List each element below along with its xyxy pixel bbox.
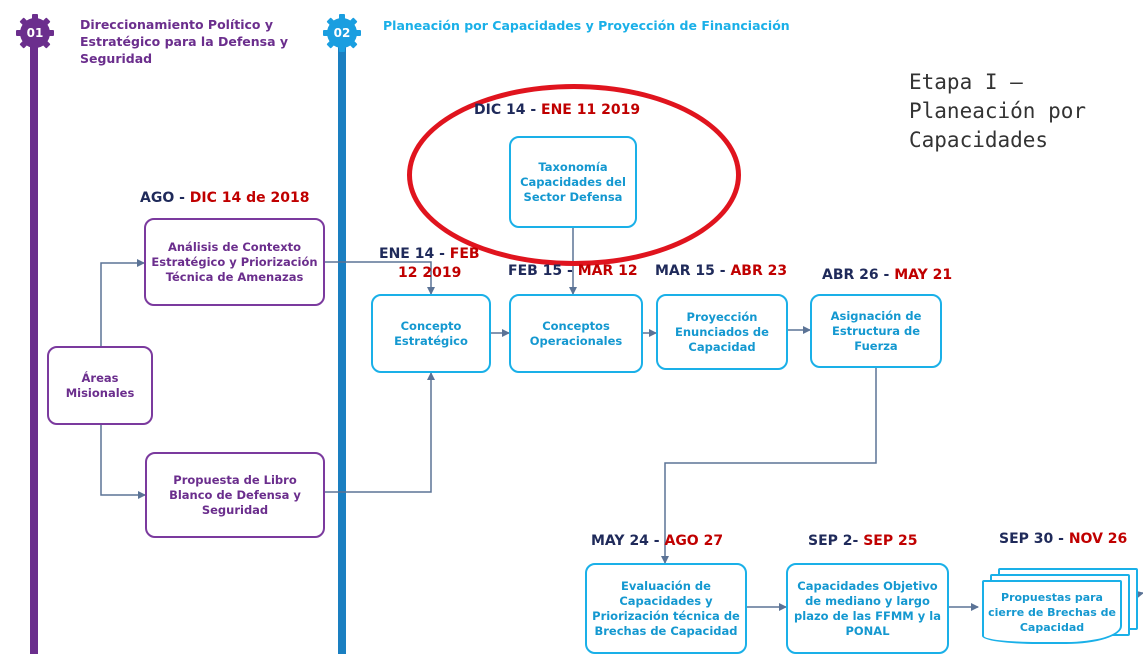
etapa-line3: Capacidades	[909, 128, 1049, 152]
box-evaluacion[interactable]: Evaluación de Capacidades y Priorización…	[585, 563, 747, 654]
box-asignacion[interactable]: Asignación de Estructura de Fuerza	[810, 294, 942, 368]
date-evaluacion: MAY 24 - AGO 27	[591, 532, 723, 550]
date-asignacion-start: ABR 26 -	[822, 267, 895, 283]
date-taxonomia-start: DIC 14 -	[474, 102, 542, 118]
date-proyeccion: MAR 15 - ABR 23	[655, 262, 787, 280]
date-propuestas: SEP 30 - NOV 26	[999, 530, 1127, 548]
date-concepto-start: ENE 14 -	[379, 246, 450, 262]
date-analisis-start: AGO -	[140, 190, 190, 206]
stage2-timeline-bar	[338, 38, 346, 654]
date-propuestas-start: SEP 30 -	[999, 531, 1069, 547]
arrow-asignacion-evaluacion	[661, 368, 877, 564]
arrow-areas-libro	[100, 425, 146, 499]
box-areas-misionales[interactable]: Áreas Misionales	[47, 346, 153, 425]
stage1-gear-icon: 01	[14, 12, 56, 54]
stage1-timeline-bar	[30, 38, 38, 654]
date-evaluacion-end: AGO 27	[664, 533, 724, 549]
box-libro-blanco[interactable]: Propuesta de Libro Blanco de Defensa y S…	[145, 452, 325, 538]
date-operacionales: FEB 15 - MAR 12	[508, 262, 638, 280]
arrow-areas-analisis	[100, 259, 145, 346]
box-taxonomia[interactable]: Taxonomía Capacidades del Sector Defensa	[509, 136, 637, 228]
date-propuestas-end: NOV 26	[1068, 531, 1128, 547]
date-proyeccion-end: ABR 23	[730, 263, 788, 279]
etapa-label: Etapa I – Planeación por Capacidades	[909, 68, 1086, 155]
box-analisis-contexto[interactable]: Análisis de Contexto Estratégico y Prior…	[144, 218, 325, 306]
date-evaluacion-start: MAY 24 -	[591, 533, 665, 549]
stage1-title: Direccionamiento Político y Estratégico …	[80, 17, 289, 66]
date-concepto-year: 12 2019	[398, 265, 462, 281]
date-taxonomia-end: ENE 11 2019	[541, 102, 641, 118]
date-analisis-end: DIC 14 de 2018	[189, 190, 310, 206]
date-asignacion: ABR 26 - MAY 21	[822, 266, 952, 284]
arrow-libro-concepto	[325, 372, 435, 493]
date-operacionales-start: FEB 15 -	[508, 263, 578, 279]
etapa-line1: Etapa I –	[909, 70, 1023, 94]
date-concepto: ENE 14 - FEB	[379, 245, 480, 263]
date-taxonomia: DIC 14 - ENE 11 2019	[474, 101, 640, 119]
box-propuestas[interactable]: Propuestas para cierre de Brechas de Cap…	[982, 580, 1122, 644]
etapa-line2: Planeación por	[909, 99, 1087, 123]
highlight-ellipse	[407, 84, 741, 266]
date-capacidades: SEP 2- SEP 25	[808, 532, 917, 550]
box-capacidades-objetivo[interactable]: Capacidades Objetivo de mediano y largo …	[786, 563, 949, 654]
box-conceptos-operacionales[interactable]: Conceptos Operacionales	[509, 294, 643, 373]
arrow-analisis-concepto	[324, 261, 435, 295]
date-concepto-end: FEB	[449, 246, 480, 262]
box-proyeccion[interactable]: Proyección Enunciados de Capacidad	[656, 294, 788, 370]
stage2-title: Planeación por Capacidades y Proyección …	[383, 18, 790, 33]
stage2-number: 02	[333, 26, 351, 40]
box-concepto-estrategico[interactable]: Concepto Estratégico	[371, 294, 491, 373]
date-capacidades-end: SEP 25	[863, 533, 918, 549]
stage1-number: 01	[26, 26, 44, 40]
date-analisis: AGO - DIC 14 de 2018	[140, 189, 310, 207]
date-capacidades-start: SEP 2-	[808, 533, 864, 549]
date-proyeccion-start: MAR 15 -	[655, 263, 731, 279]
date-operacionales-end: MAR 12	[577, 263, 638, 279]
stage2-gear-icon: 02	[321, 12, 363, 54]
date-asignacion-end: MAY 21	[894, 267, 953, 283]
